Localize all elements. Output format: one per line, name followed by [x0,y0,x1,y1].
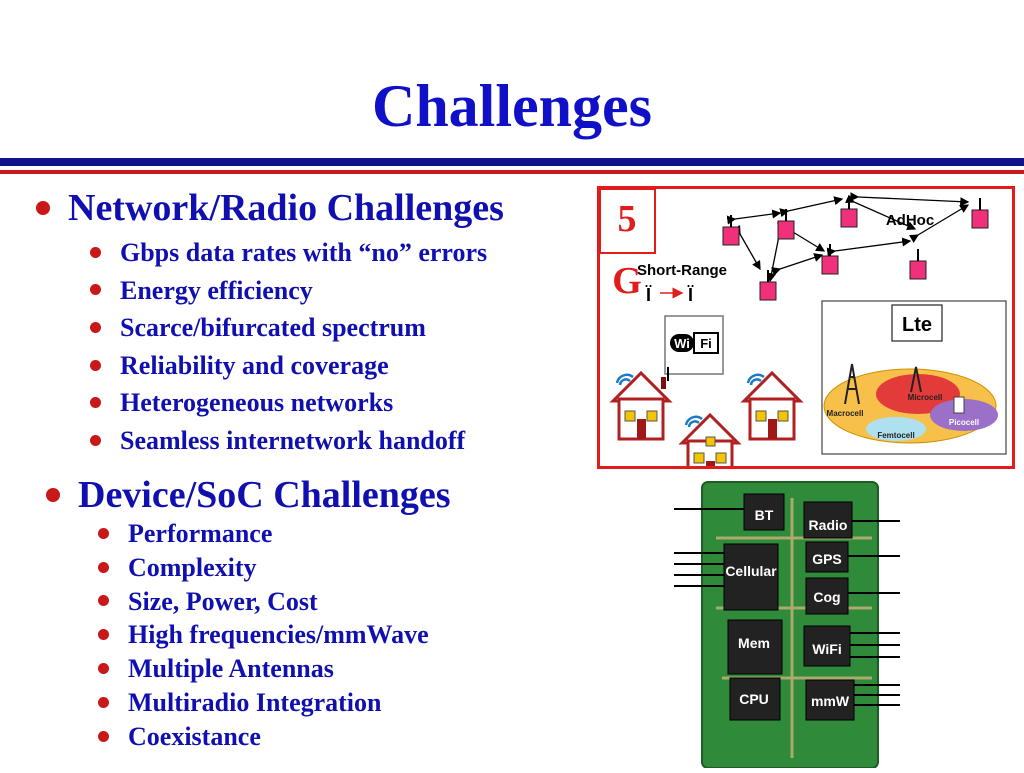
5g-badge-digit: 5 [618,198,637,240]
network-list: Gbps data rates with “no” errors Energy … [90,234,487,460]
bullet-icon [98,527,109,539]
bullet-icon [98,663,109,675]
bullet-icon [90,397,101,409]
device-heading-text: Device/SoC Challenges [78,474,451,516]
network-heading: Network/Radio Challenges [36,186,504,230]
list-item: Multiradio Integration [98,686,429,720]
title-rule-blue [0,158,1024,166]
short-range-antennas: Ϊ Ϊ [645,285,694,305]
5g-badge-letter: G [612,260,642,302]
bullet-icon [98,595,109,607]
network-diagram: 5 G [597,186,1015,483]
bullet-icon [90,284,101,296]
house-icon [678,412,742,483]
microcell-label: Microcell [908,393,943,402]
bullet-icon [90,246,101,258]
bullet-icon [90,434,101,446]
bullet-icon [98,696,109,708]
chip-label-cellular: Cellular [725,563,777,579]
chip-label-mmw: mmW [811,693,850,709]
chip-label-gps: GPS [812,551,842,567]
device-list: Performance Complexity Size, Power, Cost… [98,517,429,754]
adhoc-nodes [722,208,989,301]
device-heading: Device/SoC Challenges [46,473,451,517]
chip-label-bt: BT [755,507,774,523]
bullet-icon [98,561,109,573]
adhoc-label: AdHoc [886,212,934,229]
house-icon [740,370,804,441]
list-item: Performance [98,517,429,551]
chip-label-mem: Mem [738,635,770,651]
svg-text:Ϊ: Ϊ [645,285,652,305]
soc-board-svg: BT Radio Cellular GPS Cog Mem WiFi CPU m… [674,481,900,769]
list-item: Complexity [98,551,429,585]
chip-label-cpu: CPU [739,691,769,707]
slide-title: Challenges [371,73,653,139]
list-item: Heterogeneous networks [90,384,487,422]
femtocell-label: Femtocell [877,431,914,440]
chip-label-cog: Cog [813,589,840,605]
svg-text:Ϊ: Ϊ [687,285,694,305]
title-rule-red [0,170,1024,174]
bullet-icon [90,359,101,371]
short-range-label: Short-Range [637,262,727,279]
bullet-icon [98,730,109,742]
bullet-icon [46,488,60,503]
lte-cells-panel: Lte Macrocell Microcell Picocell Femtoce… [821,300,1007,455]
network-diagram-svg: 5 G [599,188,1007,483]
list-item: Reliability and coverage [90,347,487,385]
list-item: Scarce/bifurcated spectrum [90,309,487,347]
house-icon [609,370,673,441]
bullet-icon [90,321,101,333]
bullet-icon [98,629,109,641]
node-antennas [730,197,981,282]
lte-logo-text: Lte [902,314,932,336]
list-item: Multiple Antennas [98,652,429,686]
pcb-chips [723,493,855,721]
wifi-fi-text: Fi [700,336,712,351]
list-item: Energy efficiency [90,272,487,310]
list-item: Gbps data rates with “no” errors [90,234,487,272]
network-heading-text: Network/Radio Challenges [68,187,504,229]
pcb-traces [716,498,872,758]
antenna-leads [674,508,900,706]
picocell-label: Picocell [949,418,979,427]
wifi-wi-text: Wi [674,336,690,351]
wifi-sign: Wi Fi [664,315,724,381]
5g-badge [599,188,656,254]
macrocell-label: Macrocell [827,409,864,418]
bullet-icon [36,201,50,216]
chip-label-wifi: WiFi [812,641,841,657]
chip-label-radio: Radio [809,517,848,533]
tower-icon [844,363,922,405]
list-item: Seamless internetwork handoff [90,422,487,460]
list-item: Coexistance [98,720,429,754]
list-item: High frequencies/mmWave [98,618,429,652]
soc-board-diagram: BT Radio Cellular GPS Cog Mem WiFi CPU m… [672,478,904,769]
list-item: Size, Power, Cost [98,585,429,619]
